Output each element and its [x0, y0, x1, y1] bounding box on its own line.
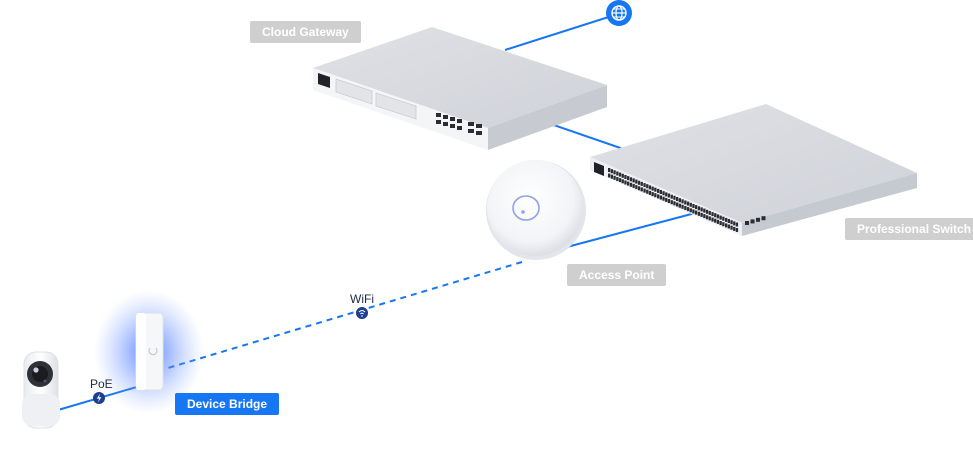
professional-switch-label: Professional Switch — [845, 218, 973, 240]
lightning-icon — [93, 392, 105, 404]
device-bridge-label: Device Bridge — [175, 393, 280, 415]
poe-link-label: PoE — [90, 377, 113, 391]
link-gateway-switch — [544, 121, 633, 153]
access-point-device[interactable] — [486, 160, 586, 260]
cloud-gateway-label: Cloud Gateway — [250, 21, 361, 43]
device-bridge-device[interactable] — [94, 290, 204, 414]
link-wifi-dashed — [167, 261, 523, 369]
wifi-icon — [356, 307, 368, 319]
link-gateway-internet — [504, 13, 619, 51]
globe-icon[interactable] — [606, 0, 632, 26]
link-switch-ap — [547, 206, 719, 253]
wifi-link-label: WiFi — [350, 292, 374, 306]
access-point-label: Access Point — [567, 264, 667, 286]
switch-ports — [608, 168, 766, 232]
camera-device[interactable] — [22, 351, 60, 429]
professional-switch-device[interactable] — [590, 104, 917, 236]
cloud-gateway-device[interactable] — [313, 27, 607, 150]
